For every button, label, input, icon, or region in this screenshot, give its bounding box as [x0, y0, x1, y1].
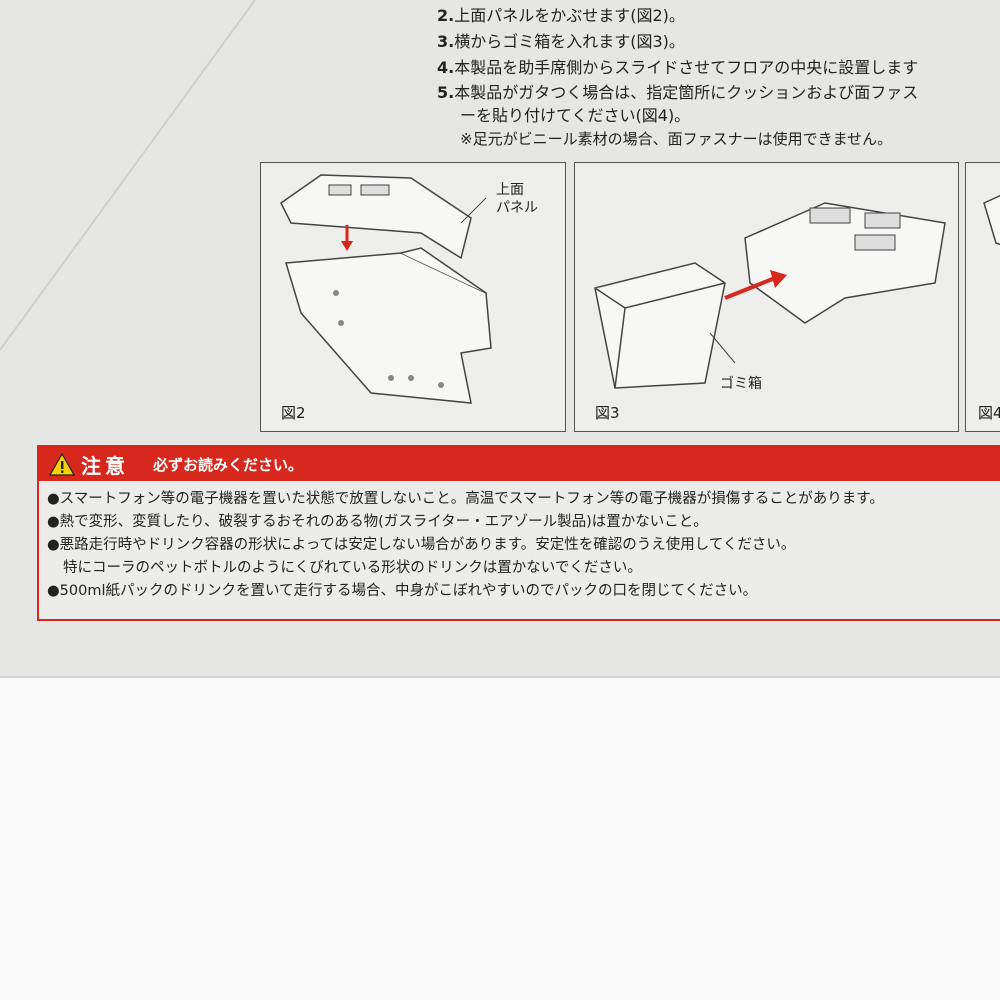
caution-item: ●スマートフォン等の電子機器を置いた状態で放置しないこと。高温でスマートフォン等…: [47, 491, 884, 507]
figure-2: 上面パネル 図2: [260, 162, 566, 432]
box-fold-line: [0, 0, 256, 351]
figure-4-label: 図4: [978, 404, 1000, 422]
trash-box-illustration: [594, 202, 946, 389]
figure-3: ゴミ箱 図3: [574, 162, 959, 432]
vinyl-note: ※足元がビニール素材の場合、面ファスナーは使用できません。: [460, 130, 893, 148]
top-panel-callout: 上面パネル: [496, 182, 538, 216]
trash-box-callout: ゴミ箱: [720, 376, 762, 392]
warning-triangle-icon: [49, 452, 75, 476]
caution-subtitle: 必ずお読みください。: [153, 455, 304, 474]
top-panel-illustration: [280, 174, 492, 404]
step-3: 3.横からゴミ箱を入れます(図3)。: [437, 32, 685, 51]
caution-box: 注意 必ずお読みください。 ●スマートフォン等の電子機器を置いた状態で放置しない…: [37, 445, 1000, 621]
figure-4-illustration: [983, 194, 1000, 246]
figure-3-label: 図3: [595, 404, 620, 422]
step-4: 4.本製品を助手席側からスライドさせてフロアの中央に設置します: [437, 58, 919, 77]
caution-header: 注意 必ずお読みください。: [39, 447, 1000, 481]
caution-item: ●悪路走行時やドリンク容器の形状によっては安定しない場合があります。安定性を確認…: [47, 537, 796, 553]
step-2: 2.上面パネルをかぶせます(図2)。: [437, 6, 685, 25]
step-5-continued: ーを貼り付けてください(図4)。: [460, 106, 691, 125]
caution-title: 注意: [81, 453, 129, 478]
caution-item: ●500ml紙パックのドリンクを置いて走行する場合、中身がこぼれやすいのでパック…: [47, 583, 758, 599]
step-5: 5.本製品がガタつく場合は、指定箇所にクッションおよび面ファス: [437, 83, 919, 102]
caution-item-continued: 特にコーラのペットボトルのようにくびれている形状のドリンクは置かないでください。: [63, 560, 642, 576]
caution-item: ●熱で変形、変質したり、破裂するおそれのある物(ガスライター・エアゾール製品)は…: [47, 514, 708, 530]
figure-4: 図4: [965, 162, 1000, 432]
figure-2-label: 図2: [281, 404, 306, 422]
